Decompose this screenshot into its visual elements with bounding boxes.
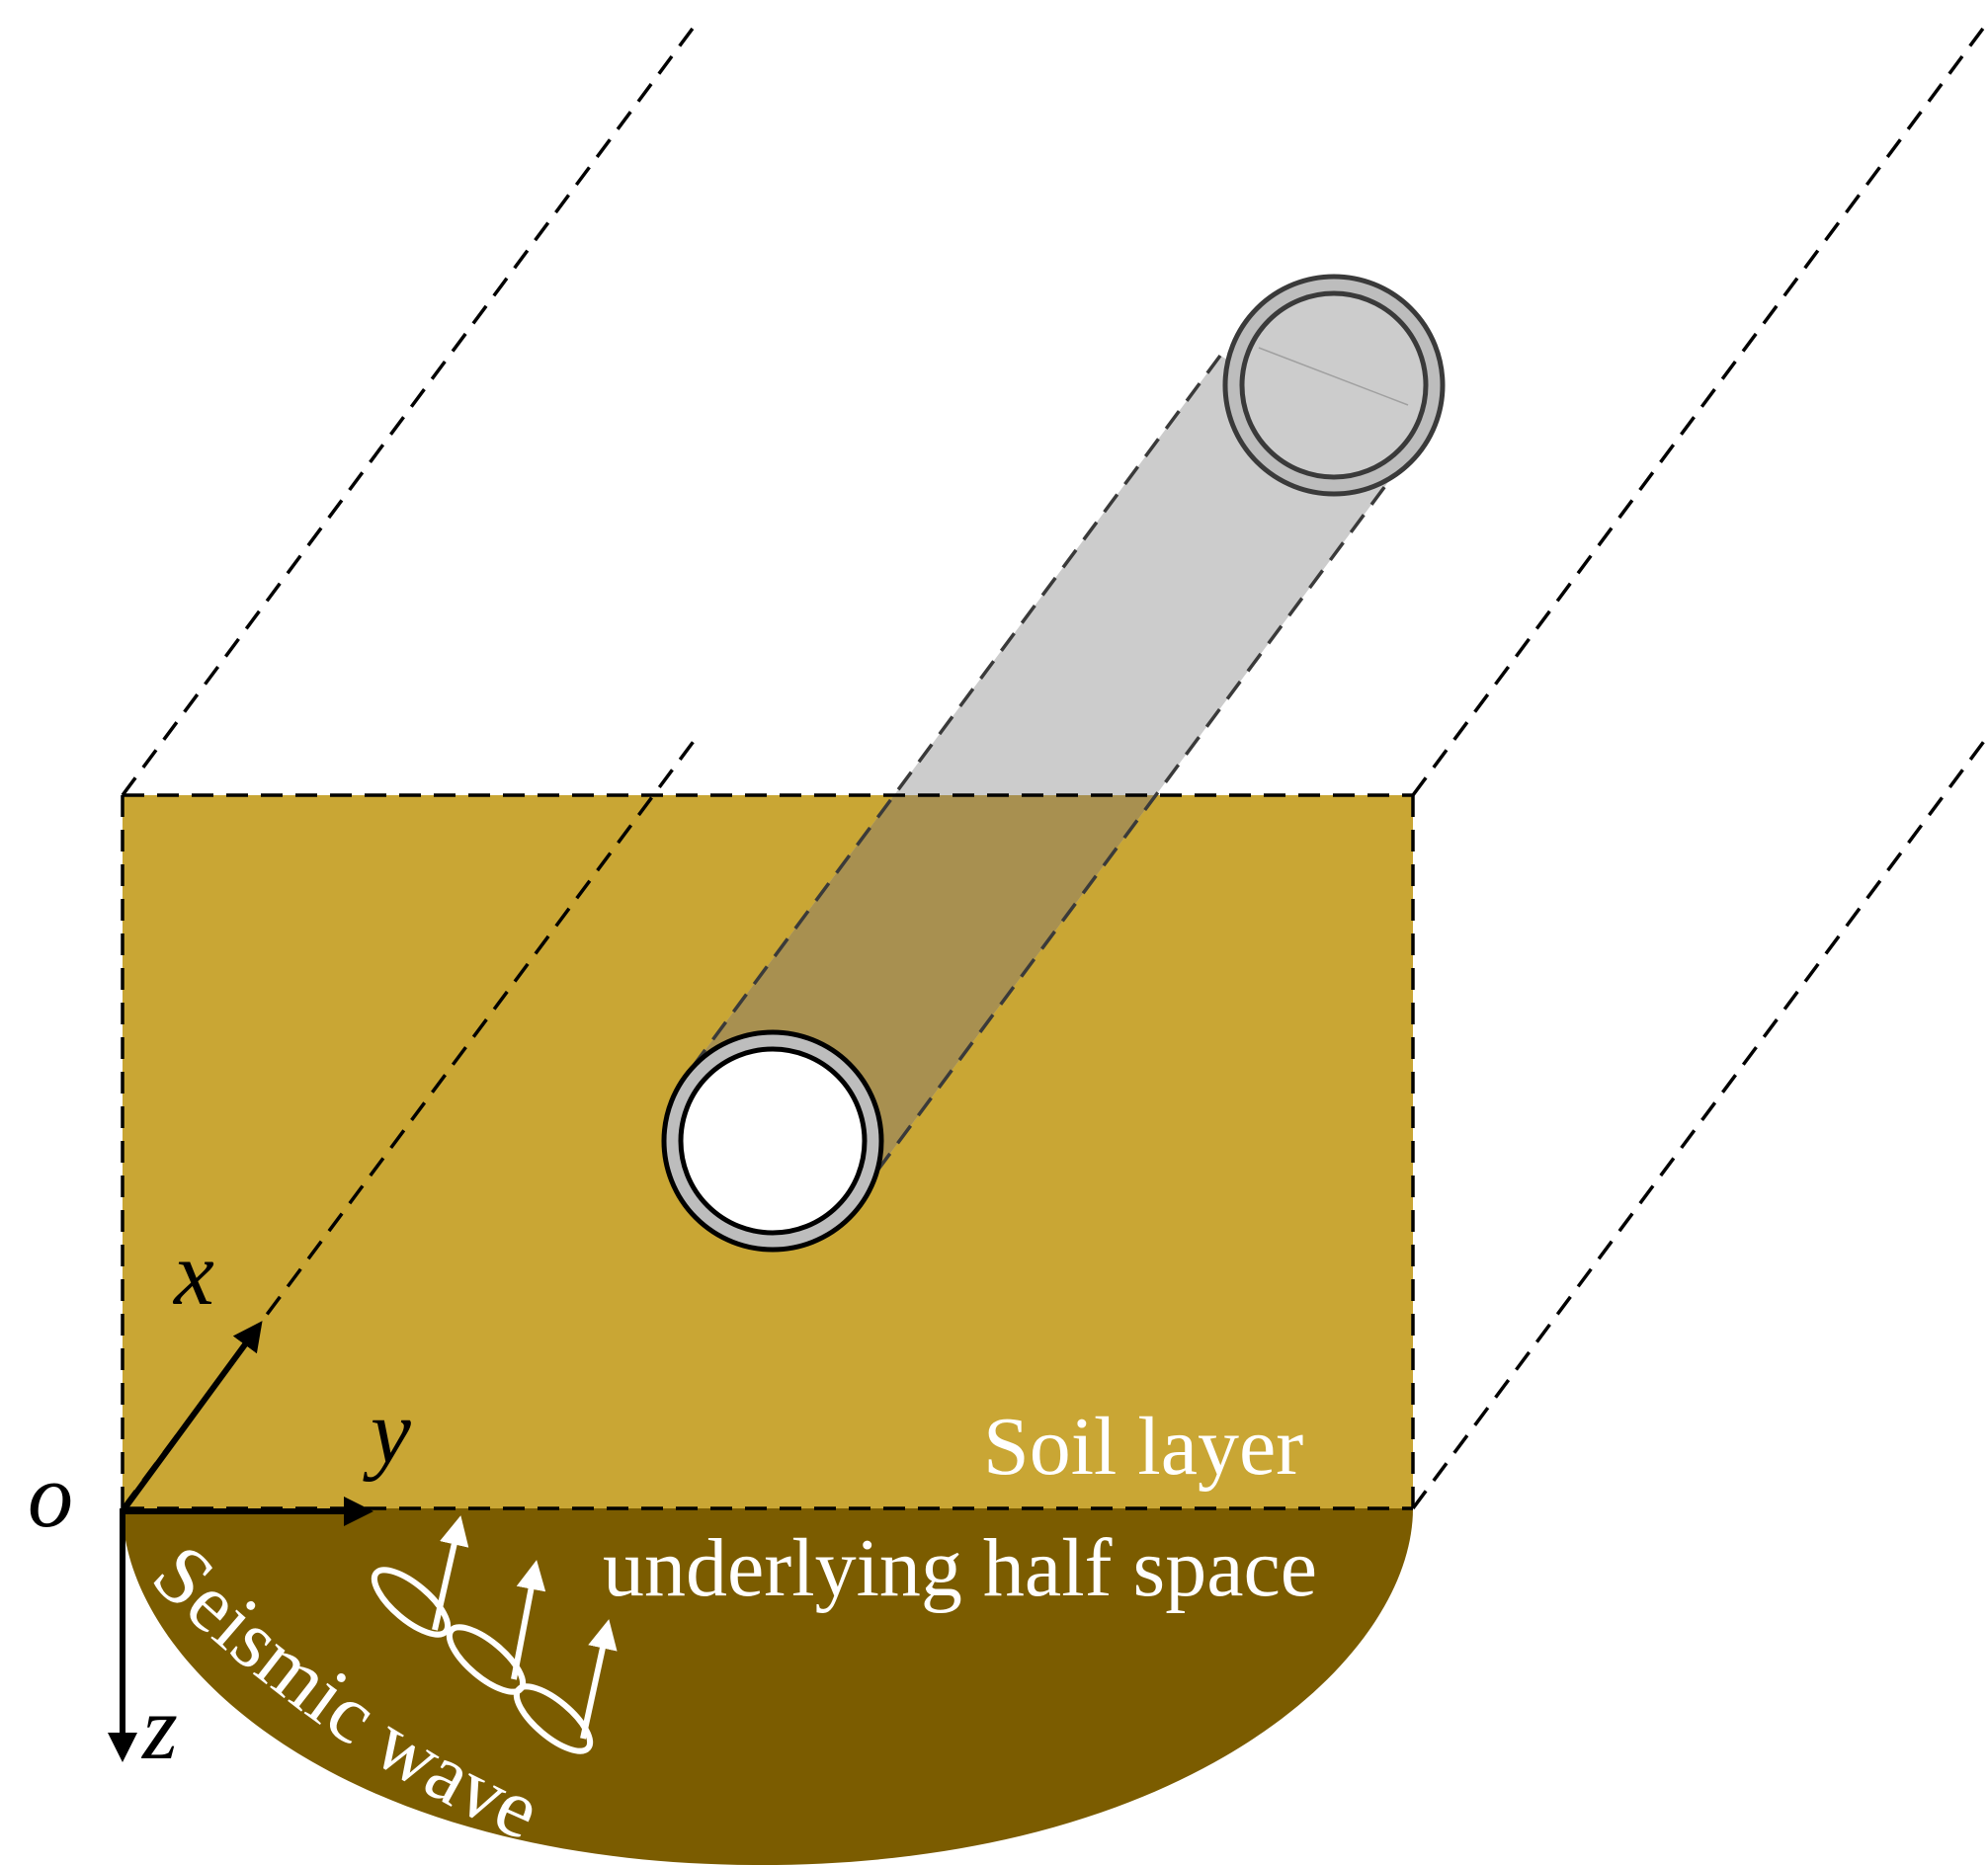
origin-label: o [28, 1445, 73, 1546]
tunnel-edge-upper [691, 354, 1222, 1069]
tunnel-edge-lower [875, 457, 1407, 1173]
tunnel-far-end [1222, 274, 1446, 497]
seismic-wave-arrows [371, 1515, 618, 1754]
x-axis-arrow [120, 1321, 263, 1513]
coordinate-axes [108, 1321, 373, 1762]
soil-layer-label: Soil layer [983, 1401, 1303, 1493]
z-axis-label: z [140, 1677, 178, 1778]
half-space-label: underlying half space [603, 1522, 1317, 1614]
x-axis-label: x [172, 1223, 214, 1324]
tunnel-near-end [661, 1029, 884, 1253]
y-axis-label: y [363, 1381, 411, 1482]
